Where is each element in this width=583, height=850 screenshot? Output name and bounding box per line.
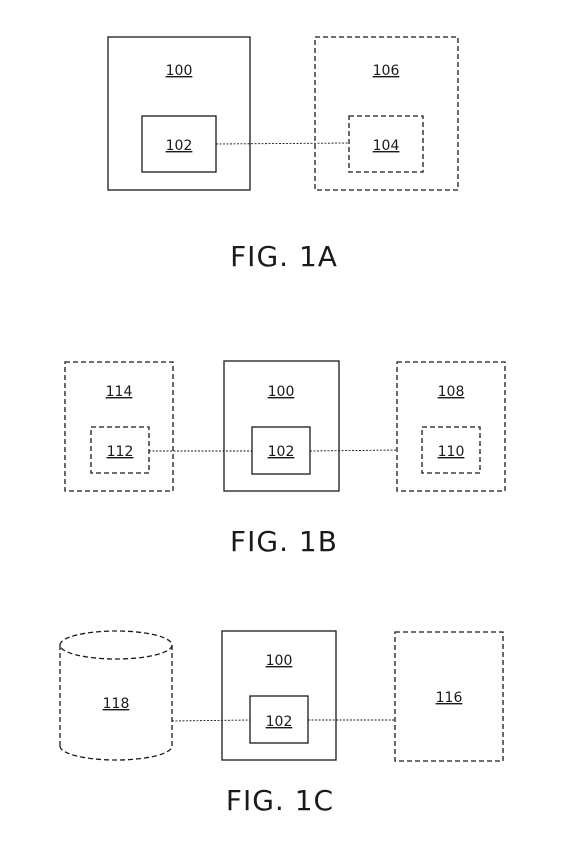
database-118-cylinder [59,630,173,761]
component-102-box [249,695,309,744]
component-110-box [421,426,481,474]
fig-1a: 100 102 106 104 FIG. 1A [107,36,459,273]
component-104-label: 104 [373,138,400,154]
fig-1b: 114 112 100 102 108 110 FIG. 1B [64,360,506,558]
device-100-label: 100 [266,653,293,669]
device-100-label: 100 [268,384,295,400]
connection-102-104 [215,142,350,145]
component-104-box [348,115,424,173]
component-112-label: 112 [107,444,134,460]
component-110-label: 110 [438,444,465,460]
fig-1a-caption: FIG. 1A [230,240,338,273]
connection-118-102 [171,719,251,722]
device-100-label: 100 [166,63,193,79]
device-100-box [107,36,251,191]
device-116-box [394,631,504,762]
fig-1b-caption: FIG. 1B [230,525,338,558]
device-108-box [396,361,506,492]
component-102-label: 102 [266,714,293,730]
device-108-label: 108 [438,384,465,400]
database-top [59,630,173,660]
component-112-box [90,426,150,474]
connection-102-108 [309,449,398,452]
component-102-label: 102 [166,138,193,154]
database-bottom [59,745,173,761]
component-102-label: 102 [268,444,295,460]
device-114-label: 114 [106,384,133,400]
device-100-box [223,360,340,492]
fig-1c-caption: FIG. 1C [226,784,334,817]
database-118-label: 118 [103,696,130,712]
device-100-box [221,630,337,761]
fig-1c: 118 100 102 116 FIG. 1C [59,630,504,817]
remote-106-label: 106 [373,63,400,79]
device-116-label: 116 [436,690,463,706]
remote-106-box [314,36,459,191]
component-102-box [251,426,311,475]
device-114-box [64,361,174,492]
